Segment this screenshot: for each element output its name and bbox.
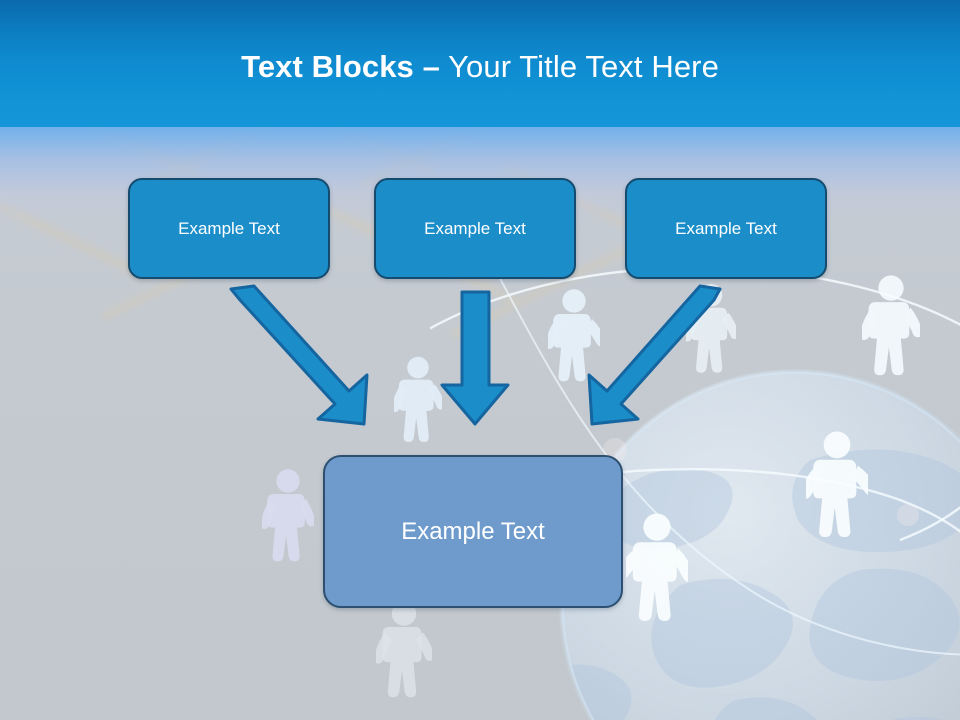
- person-figure-icon: [862, 275, 920, 376]
- person-figure-icon: [686, 284, 736, 373]
- text-box-3-label: Example Text: [675, 218, 777, 238]
- person-figure-icon: [806, 431, 868, 538]
- person-figure-icon: [376, 601, 432, 698]
- person-figure-icon: [548, 289, 600, 382]
- person-figure-icon: [394, 356, 442, 442]
- text-box-2-label: Example Text: [424, 218, 526, 238]
- text-box-1-label: Example Text: [178, 218, 280, 238]
- header-band: [0, 0, 960, 127]
- person-figure-icon: [262, 469, 314, 562]
- text-box-2[interactable]: Example Text: [374, 178, 576, 279]
- result-text-box-label: Example Text: [401, 517, 545, 545]
- page-title-strong: Text Blocks –: [241, 49, 440, 84]
- result-text-box[interactable]: Example Text: [323, 455, 623, 608]
- text-box-3[interactable]: Example Text: [625, 178, 827, 279]
- page-title: Text Blocks – Your Title Text Here: [0, 49, 960, 85]
- person-figure-icon: [626, 513, 688, 621]
- text-box-1[interactable]: Example Text: [128, 178, 330, 279]
- page-title-light: Your Title Text Here: [439, 49, 719, 84]
